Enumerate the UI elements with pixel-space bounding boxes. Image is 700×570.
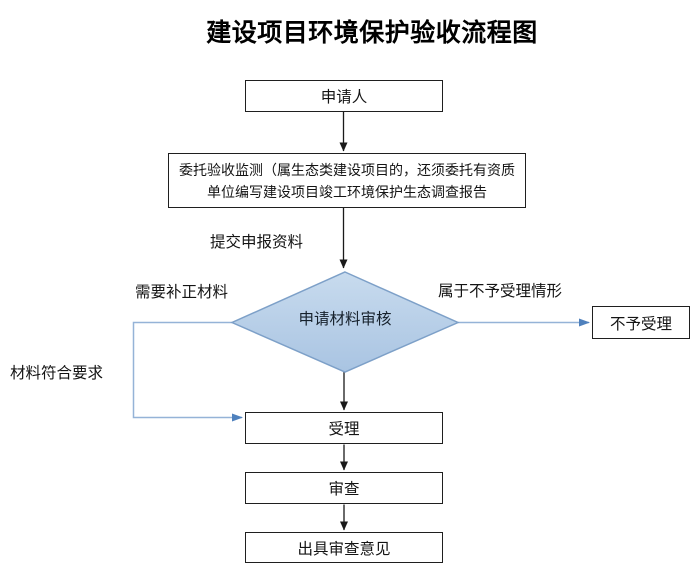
- node-applicant-label: 申请人: [320, 89, 368, 106]
- node-entrust-line2: 单位编写建设项目竣工环境保护生态调查报告: [207, 183, 487, 200]
- node-not-accepted: 不予受理: [592, 306, 690, 339]
- node-examine: 审查: [245, 472, 443, 504]
- node-accept-label: 受理: [328, 421, 360, 438]
- decision-diamond: [230, 271, 460, 373]
- decision-review-label: 申请材料审核: [298, 311, 392, 328]
- node-examine-label: 审查: [328, 481, 360, 498]
- node-entrust-monitoring: 委托验收监测（属生态类建设项目的，还须委托有资质 单位编写建设项目竣工环境保护生…: [168, 153, 526, 208]
- node-not-accepted-label: 不予受理: [609, 315, 672, 333]
- edge-label-materials-ok: 材料符合要求: [10, 365, 104, 382]
- edge-label-submit-materials: 提交申报资料: [210, 234, 304, 251]
- page-title: 建设项目环境保护验收流程图: [206, 19, 538, 47]
- node-entrust-line1: 委托验收监测（属生态类建设项目的，还须委托有资质: [179, 161, 515, 178]
- edge-label-need-correction: 需要补正材料: [135, 284, 229, 301]
- node-issue-opinion-label: 出具审查意见: [297, 540, 391, 558]
- node-accept: 受理: [245, 412, 443, 444]
- edge-label-not-accept-case: 属于不予受理情形: [438, 283, 563, 300]
- node-applicant: 申请人: [245, 80, 443, 112]
- node-issue-opinion: 出具审查意见: [245, 532, 443, 563]
- arrow-correction-loop: [132, 321, 243, 422]
